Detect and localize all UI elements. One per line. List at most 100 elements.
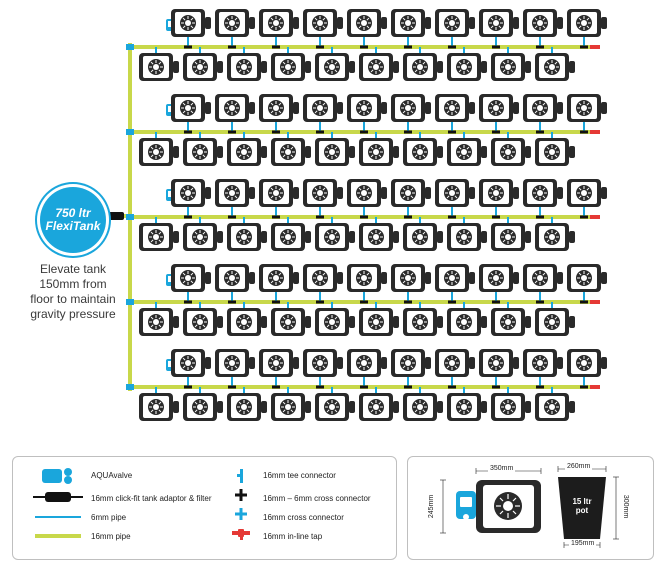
valve-housing: [601, 187, 607, 199]
pot-spoke: [422, 316, 426, 320]
pot-spoke: [370, 61, 374, 65]
pot-spoke: [366, 365, 370, 369]
pot-module: [447, 308, 487, 336]
cross-16-6-connector: [184, 300, 192, 304]
note-line: 150mm from: [39, 277, 107, 291]
drip-6mm-pipe: [363, 114, 365, 132]
pot-center: [537, 360, 543, 366]
pot-spoke: [278, 280, 282, 284]
pot-center: [153, 64, 159, 70]
pot-spoke: [410, 357, 414, 361]
pot-spoke: [234, 102, 238, 106]
pot-spoke: [314, 25, 318, 29]
pot-spoke: [546, 69, 550, 73]
pot-spoke: [322, 17, 326, 21]
pot-center: [417, 149, 423, 155]
pot-spoke: [282, 231, 286, 235]
pot-spoke: [326, 231, 330, 235]
pot-module: [347, 94, 387, 122]
pot-spoke: [446, 102, 450, 106]
cross-16-6-connector: [492, 385, 500, 389]
pot-module: [359, 223, 399, 251]
pot-module: [171, 94, 211, 122]
pot-spoke: [290, 61, 294, 65]
tray-width: 350mm: [488, 465, 516, 472]
pot-spoke: [234, 272, 238, 276]
pot-module: [403, 393, 443, 421]
cross-16-6-connector: [316, 130, 324, 134]
cross-16-6-connector: [316, 45, 324, 49]
drip-6mm-pipe: [231, 199, 233, 217]
cross-connector: [126, 129, 134, 135]
valve-housing: [569, 61, 575, 73]
pot-spoke: [326, 239, 330, 243]
pot-spoke: [234, 110, 238, 114]
pot-spoke: [314, 102, 318, 106]
pot-spoke: [278, 365, 282, 369]
pot-spoke: [314, 357, 318, 361]
valve-housing: [469, 17, 475, 29]
pot-module: [391, 9, 431, 37]
pot-spoke: [234, 365, 238, 369]
pot-spoke: [358, 25, 362, 29]
pot-spoke: [366, 357, 370, 361]
pot-spoke: [194, 409, 198, 413]
valve-housing: [205, 272, 211, 284]
pot-spoke: [454, 110, 458, 114]
pot-module: [183, 223, 223, 251]
valve-housing: [525, 146, 531, 158]
pot-spoke: [534, 110, 538, 114]
pot-module: [491, 223, 531, 251]
pot-center: [273, 105, 279, 111]
pot-spoke: [458, 324, 462, 328]
cross-16-6-connector: [228, 300, 236, 304]
pot-spoke: [322, 365, 326, 369]
cross-16-6-connector: [536, 130, 544, 134]
pot-spoke: [238, 69, 242, 73]
valve-housing: [525, 316, 531, 328]
pot-spoke: [326, 324, 330, 328]
legend-pipe-6mm: 6mm pipe: [91, 513, 127, 522]
cross-16-6-connector: [228, 130, 236, 134]
pot-spoke: [226, 357, 230, 361]
pot-spoke: [282, 324, 286, 328]
valve-housing: [557, 272, 563, 284]
pot-module: [271, 223, 311, 251]
pot-center: [197, 319, 203, 325]
pot-spoke: [534, 365, 538, 369]
pot-spoke: [282, 154, 286, 158]
pot-module: [215, 264, 255, 292]
pot-spoke: [586, 365, 590, 369]
pot-center: [417, 234, 423, 240]
pot-spoke: [510, 401, 514, 405]
pot-center: [185, 105, 191, 111]
pot-spoke: [322, 272, 326, 276]
pot-spoke: [378, 154, 382, 158]
pot-spoke: [182, 365, 186, 369]
cross-16-6-connector: [536, 300, 544, 304]
pot-module: [259, 9, 299, 37]
pot-center: [581, 275, 587, 281]
pot-spoke: [282, 69, 286, 73]
pot-top-width: 260mm: [565, 463, 593, 470]
valve-housing: [173, 231, 179, 243]
pot-spoke: [534, 272, 538, 276]
drip-6mm-pipe: [583, 114, 585, 132]
valve-housing: [525, 401, 531, 413]
cross-16-6-connector: [360, 45, 368, 49]
valve-housing: [481, 61, 487, 73]
valve-housing: [601, 102, 607, 114]
pot-spoke: [378, 324, 382, 328]
aquavalve-icon: [42, 468, 72, 484]
valve-housing: [425, 357, 431, 369]
pot-spoke: [414, 239, 418, 243]
pot-spoke: [202, 401, 206, 405]
pot-center: [185, 20, 191, 26]
valve-housing: [305, 231, 311, 243]
cross-connector: [126, 299, 134, 305]
pot-spoke: [510, 316, 514, 320]
pot-spoke: [246, 69, 250, 73]
cross-16-6-connector: [360, 215, 368, 219]
pipe-network: [106, 19, 600, 405]
pot-center: [449, 275, 455, 281]
